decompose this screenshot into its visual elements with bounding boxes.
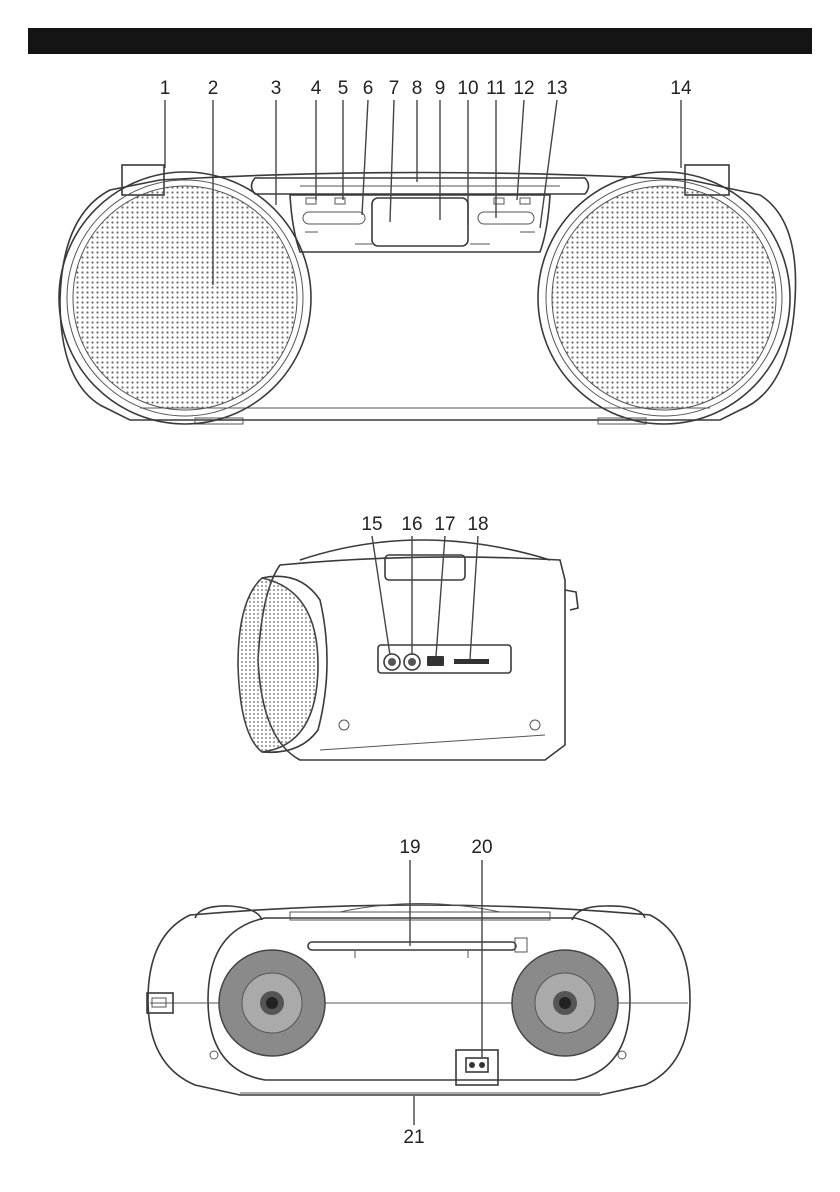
power-button[interactable]	[306, 198, 316, 204]
side-view-diagram: 15 16 17 18	[0, 500, 840, 780]
callout-21: 21	[403, 1127, 424, 1148]
side-base-line	[320, 735, 545, 750]
callout-18: 18	[467, 514, 488, 535]
side-lid	[385, 555, 465, 580]
callout-4: 4	[311, 78, 322, 99]
side-callout-labels: 15 16 17 18	[361, 514, 488, 535]
callout-20: 20	[471, 837, 492, 858]
play-pause-button[interactable]	[478, 212, 534, 224]
back-screw-left	[210, 1051, 218, 1059]
sd-card-slot[interactable]	[454, 659, 489, 664]
front-view-diagram: 1 2 3 4 5 6 7 8 9 10 11 12 13 14	[0, 0, 840, 440]
side-speaker-grille	[238, 578, 318, 752]
callout-13: 13	[546, 78, 567, 99]
display-window	[372, 198, 468, 246]
callout-12: 12	[513, 78, 534, 99]
callout-3: 3	[271, 78, 282, 99]
front-callout-labels: 1 2 3 4 5 6 7 8 9 10 11 12 13 14	[160, 78, 692, 99]
back-view-diagram: 19 20 21	[0, 830, 840, 1160]
callout-19: 19	[399, 837, 420, 858]
left-speaker-grille	[73, 186, 297, 410]
callout-10: 10	[457, 78, 478, 99]
telescopic-antenna[interactable]	[308, 942, 516, 950]
callout-8: 8	[412, 78, 423, 99]
callout-1: 1	[160, 78, 171, 99]
antenna-hinge	[515, 938, 527, 952]
side-antenna	[565, 590, 578, 610]
callout-11: 11	[486, 78, 506, 99]
right-radiator-center	[559, 997, 571, 1009]
ac-pin-left	[469, 1062, 475, 1068]
callout-15: 15	[361, 514, 382, 535]
callout-5: 5	[338, 78, 349, 99]
callout-16: 16	[401, 514, 422, 535]
right-speaker-grille	[552, 186, 776, 410]
callout-14: 14	[670, 78, 692, 99]
headphone-jack-hole	[408, 658, 416, 666]
jack-panel	[378, 645, 511, 673]
back-screw-right	[618, 1051, 626, 1059]
side-screw-right	[530, 720, 540, 730]
usb-port[interactable]	[427, 656, 444, 666]
aux-in-jack-hole	[388, 658, 396, 666]
callout-9: 9	[435, 78, 446, 99]
ac-pin-right	[479, 1062, 485, 1068]
left-radiator-center	[266, 997, 278, 1009]
side-screw-left	[339, 720, 349, 730]
mode-button[interactable]	[303, 212, 365, 224]
callout-17: 17	[434, 514, 455, 535]
callout-7: 7	[389, 78, 400, 99]
fm-button[interactable]	[520, 198, 530, 204]
callout-6: 6	[363, 78, 374, 99]
callout-2: 2	[208, 78, 219, 99]
